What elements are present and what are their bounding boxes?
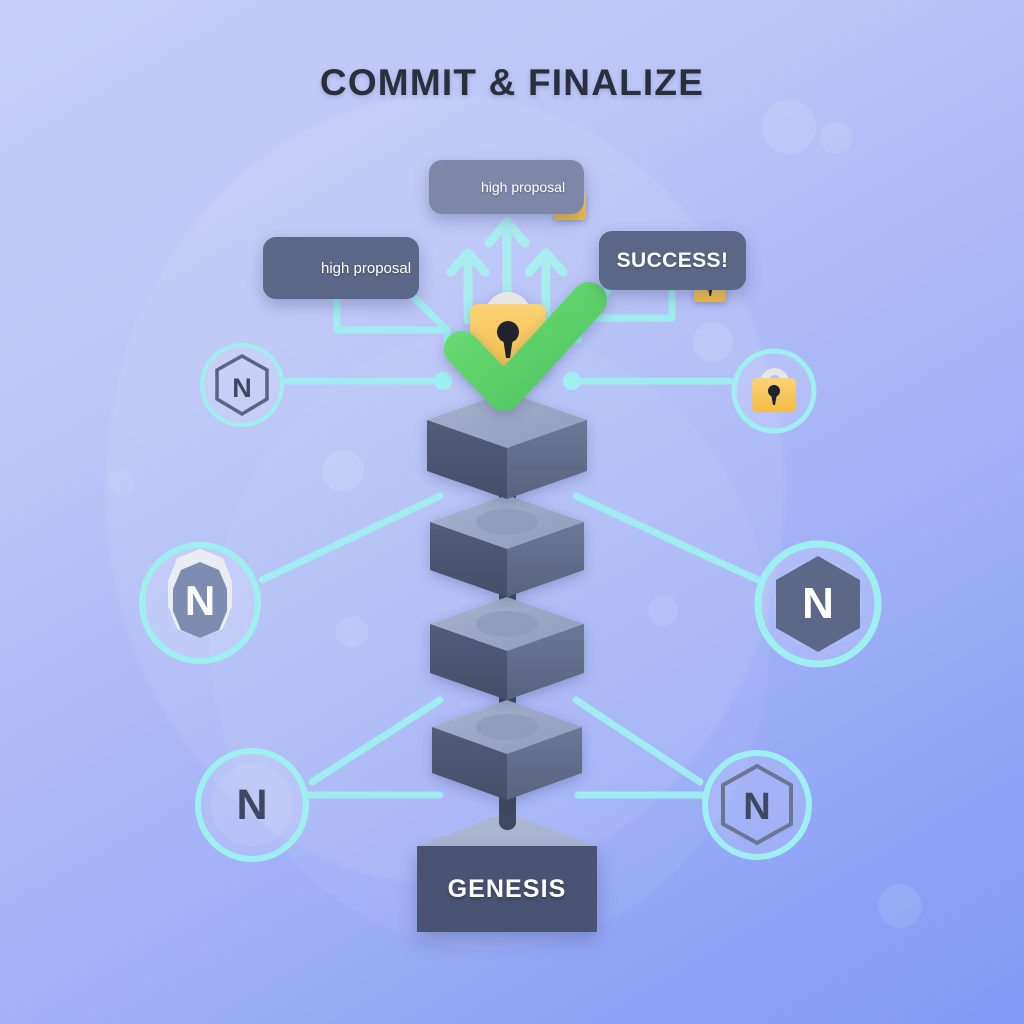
node-lower-right[interactable]: N [702,750,812,860]
block-2[interactable] [430,495,584,597]
terminal-dot-right [563,372,581,390]
trace-block1-to-midleft [258,492,444,584]
svg-text:N: N [743,786,770,828]
chip-right-label: SUCCESS! [616,248,729,272]
block-1-top[interactable] [427,392,587,499]
node-mid-left[interactable]: N [139,542,261,664]
arrow-up-right [524,248,568,325]
chip-left-label: high proposal [321,259,412,277]
trace-terminals [434,372,581,390]
node-mid-right[interactable]: N [754,540,882,668]
svg-text:N: N [185,577,215,624]
genesis-label: GENESIS [447,874,567,903]
lock-right-ringed[interactable] [731,348,817,434]
page-title: COMMIT & FINALIZE [319,62,705,103]
trace-block1-to-midright [572,492,762,584]
trace-block3-to-lowerleft [308,696,444,786]
svg-text:N: N [232,373,252,403]
trace-block3-to-lowerright [572,696,704,786]
commit-arrows [446,217,568,325]
chip-high-proposal-top[interactable]: high proposal [429,160,584,214]
arrow-up-center [484,217,530,305]
trace-chip-left-to-hub [333,296,451,352]
svg-text:N: N [236,781,267,829]
chip-success[interactable]: SUCCESS! [599,231,746,290]
chip-high-proposal-left[interactable]: high proposal [263,237,419,299]
block-4[interactable] [432,700,582,800]
circuit-traces [258,258,762,799]
check-center [444,282,607,411]
block-3[interactable] [430,597,584,700]
node-upper-left[interactable]: N [200,343,284,427]
svg-text:N: N [802,579,834,628]
terminal-dot-left [434,372,452,390]
chip-top-label: high proposal [481,179,566,195]
arrow-up-left [446,248,490,325]
node-lower-left[interactable]: N [195,748,309,862]
genesis-block[interactable]: GENESIS [417,846,597,932]
